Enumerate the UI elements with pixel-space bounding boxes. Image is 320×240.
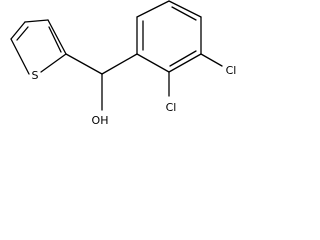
hydroxyl-label: OH bbox=[92, 114, 109, 127]
thiophene-double-bond-1 bbox=[16, 26, 29, 41]
benzene-double-bond-c bbox=[169, 50, 197, 67]
benzene-bond-2 bbox=[136, 0, 170, 18]
structure-drawing: S OH Cl Cl bbox=[10, 0, 237, 127]
bond-thiophene-to-carbinol bbox=[65, 53, 103, 75]
benzene-double-bond-b bbox=[171, 6, 197, 21]
benzene-ring bbox=[136, 0, 202, 73]
thiophene-bond-s-c3 bbox=[10, 38, 30, 75]
thiophene-bond-c5-c2 bbox=[47, 19, 67, 55]
benzene-bond-3 bbox=[168, 0, 202, 18]
benzene-bond-5 bbox=[168, 53, 202, 73]
chlorine-top-label: Cl bbox=[226, 64, 237, 77]
thiophene-double-bond-2 bbox=[48, 26, 62, 53]
thiophene-ring bbox=[10, 19, 67, 75]
thiophene-bond-c4-c5 bbox=[24, 19, 49, 23]
thiophene-bond-c3-c4 bbox=[10, 21, 26, 40]
bond-carbinol-to-phenyl bbox=[101, 53, 138, 75]
thiophene-bond-c2-s bbox=[40, 53, 67, 73]
chlorine-bottom-label: Cl bbox=[166, 101, 177, 114]
substituent-bonds bbox=[168, 53, 223, 97]
sulfur-atom-label: S bbox=[32, 69, 39, 82]
molecule-canvas: S OH Cl Cl bbox=[0, 0, 252, 132]
linker bbox=[65, 53, 138, 111]
benzene-bond-6 bbox=[136, 53, 170, 73]
bond-to-chlorine-top bbox=[200, 53, 223, 67]
